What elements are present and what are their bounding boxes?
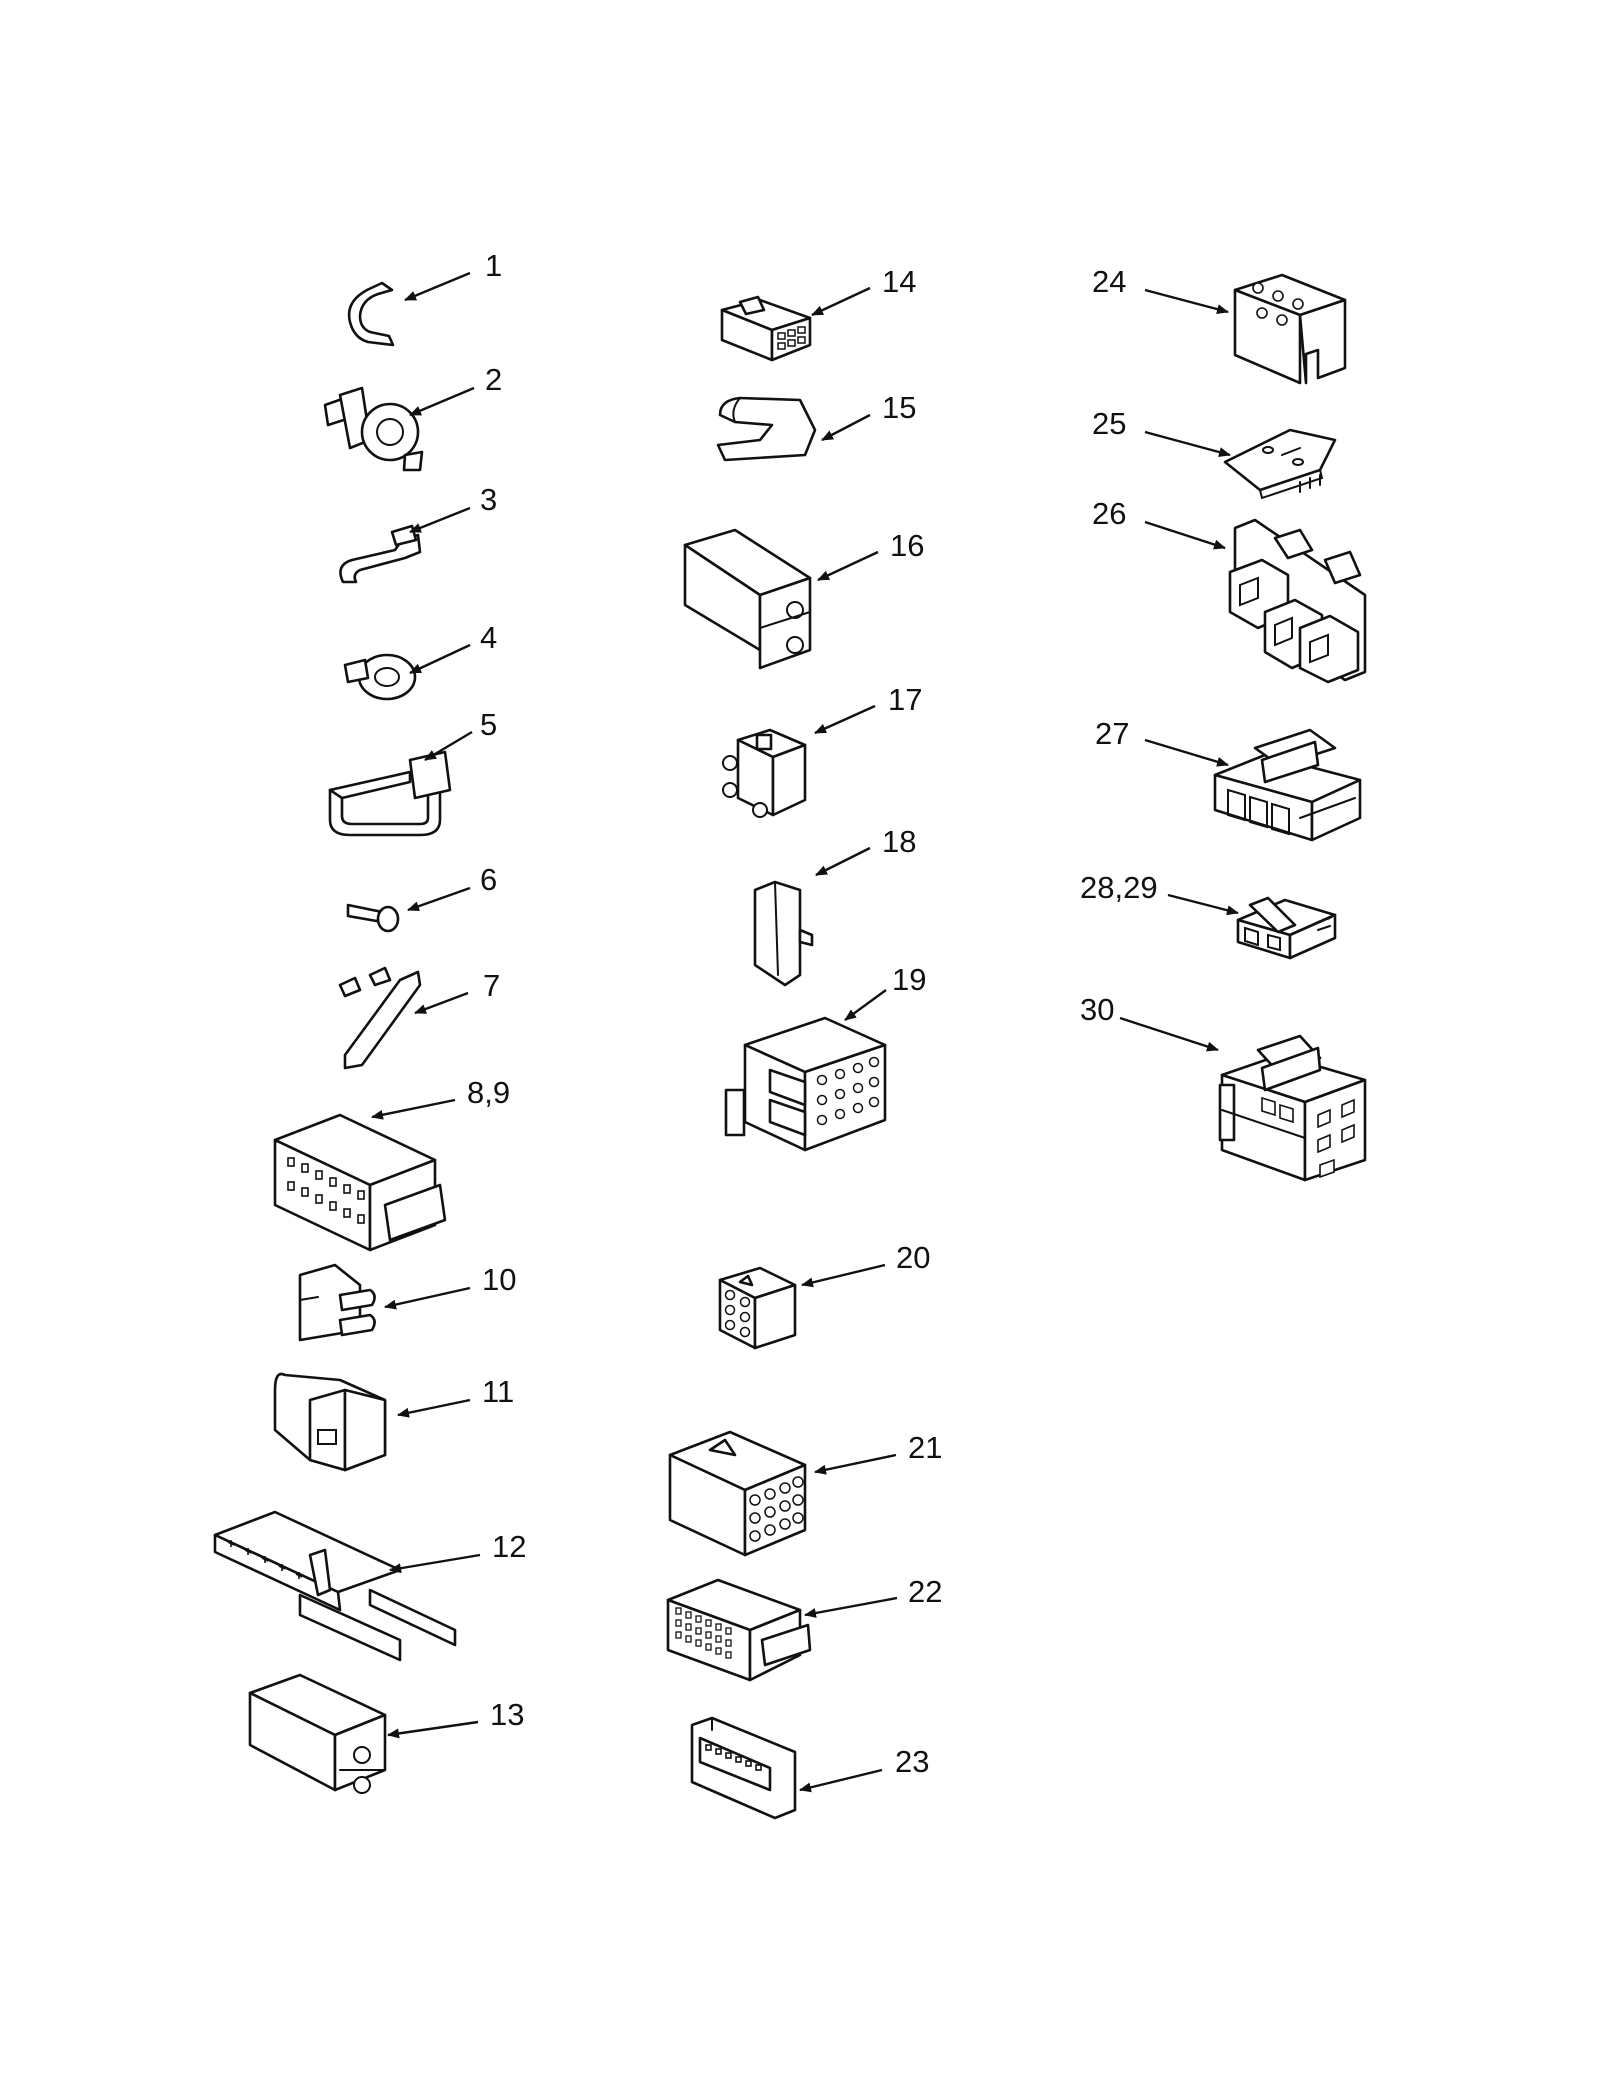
callout-label-1: 1 (485, 248, 502, 283)
leader-23 (799, 1768, 883, 1793)
part-5-strap-clamp (328, 750, 452, 837)
leader-21 (814, 1453, 897, 1475)
leader-3 (409, 506, 471, 534)
callout-label-2: 2 (485, 362, 502, 397)
callout-label-26: 26 (1092, 496, 1126, 531)
callout-label-14: 14 (882, 264, 916, 299)
slot-grid-30 (1261, 1096, 1355, 1179)
leader-28-29 (1167, 893, 1239, 916)
callout-label-4: 4 (480, 620, 497, 655)
part-12-terminal-strip (213, 1510, 457, 1662)
callout-label-17: 17 (888, 682, 922, 717)
leader-10 (384, 1286, 471, 1310)
callout-label-28-29: 28,29 (1080, 870, 1158, 905)
part-16-connector-body (683, 528, 812, 670)
callout-label-16: 16 (890, 528, 924, 563)
relay-26-c (1298, 614, 1360, 684)
part-11-connector-housing (273, 1372, 387, 1472)
callout-label-20: 20 (896, 1240, 930, 1275)
callout-label-7: 7 (483, 968, 500, 1003)
leader-5 (424, 730, 473, 762)
leader-26 (1144, 520, 1226, 550)
callout-label-27: 27 (1095, 716, 1129, 751)
part-26-relay-board (1228, 518, 1367, 684)
part-13-connector-block (248, 1673, 387, 1794)
leader-27 (1144, 738, 1229, 767)
callout-label-19: 19 (892, 962, 926, 997)
leader-17 (814, 704, 876, 735)
part-1-clip (347, 281, 395, 347)
callout-label-23: 23 (895, 1744, 929, 1779)
callout-label-25: 25 (1092, 406, 1126, 441)
part-3-hook-clip (339, 524, 422, 584)
part-14-small-6-pin-connector (720, 295, 812, 362)
callout-label-5: 5 (480, 707, 497, 742)
callout-label-6: 6 (480, 862, 497, 897)
leader-22 (804, 1596, 898, 1618)
callout-label-3: 3 (480, 482, 497, 517)
part-2-cable-clamp (323, 386, 424, 472)
pin-grid-19 (816, 1056, 880, 1126)
pin-grid-14 (777, 326, 806, 350)
callout-label-15: 15 (882, 390, 916, 425)
callout-label-18: 18 (882, 824, 916, 859)
leader-7 (414, 991, 469, 1015)
part-19-twelve-pin-housing (724, 1016, 887, 1152)
leader-30 (1119, 1016, 1219, 1052)
part-7-cover-strip (338, 966, 422, 1070)
pin-grid-21 (749, 1476, 804, 1542)
leader-1 (404, 271, 471, 302)
leader-20 (801, 1263, 886, 1288)
part-15-split-sleeve (716, 396, 817, 462)
leader-24 (1144, 288, 1229, 315)
leader-15 (821, 413, 871, 442)
callout-label-12: 12 (492, 1529, 526, 1564)
leader-13 (387, 1720, 479, 1739)
part-27-wide-connector (1213, 728, 1362, 842)
part-24-terminal-block (1233, 273, 1347, 385)
part-4-ring-grommet (343, 653, 417, 701)
leader-8-9 (371, 1098, 456, 1120)
leader-18 (815, 846, 871, 877)
callout-label-22: 22 (908, 1574, 942, 1609)
leader-25 (1144, 430, 1231, 457)
part-18-latch (753, 880, 814, 987)
callout-label-11: 11 (482, 1374, 514, 1409)
callout-label-8-9: 8,9 (467, 1075, 510, 1110)
pin-grid-8-9 (287, 1157, 365, 1224)
leader-2 (409, 386, 475, 417)
part-10-two-way-plug (298, 1263, 376, 1342)
part-28-29-small-relay (1236, 896, 1337, 960)
pin-grid-22 (675, 1607, 732, 1659)
part-17-three-pin-block (722, 728, 807, 818)
part-22-multipin-housing (666, 1578, 812, 1682)
part-25-mounting-plate (1223, 428, 1337, 500)
leader-11 (397, 1398, 471, 1418)
part-6-push-rivet (346, 903, 400, 933)
callout-label-30: 30 (1080, 992, 1114, 1027)
part-23-dsub-connector (690, 1716, 797, 1820)
part-21-twelve-pin-cube (668, 1430, 807, 1557)
screw-row-24 (1252, 282, 1304, 326)
pin-row-12 (227, 1540, 303, 1579)
callout-label-24: 24 (1092, 264, 1126, 299)
callout-label-10: 10 (482, 1262, 516, 1297)
callout-label-21: 21 (908, 1430, 942, 1465)
pin-grid-20 (724, 1289, 751, 1338)
leader-16 (817, 550, 879, 582)
pin-row-23 (705, 1744, 762, 1771)
leader-14 (811, 286, 871, 317)
leader-4 (409, 643, 471, 675)
callout-label-13: 13 (490, 1697, 524, 1732)
part-8-9-multipin-housing (273, 1113, 447, 1252)
part-30-multi-relay-block (1218, 1034, 1367, 1182)
leader-12 (389, 1553, 481, 1574)
part-20-six-pin-cube (718, 1266, 797, 1350)
leader-19 (844, 989, 887, 1021)
leader-6 (407, 886, 471, 912)
